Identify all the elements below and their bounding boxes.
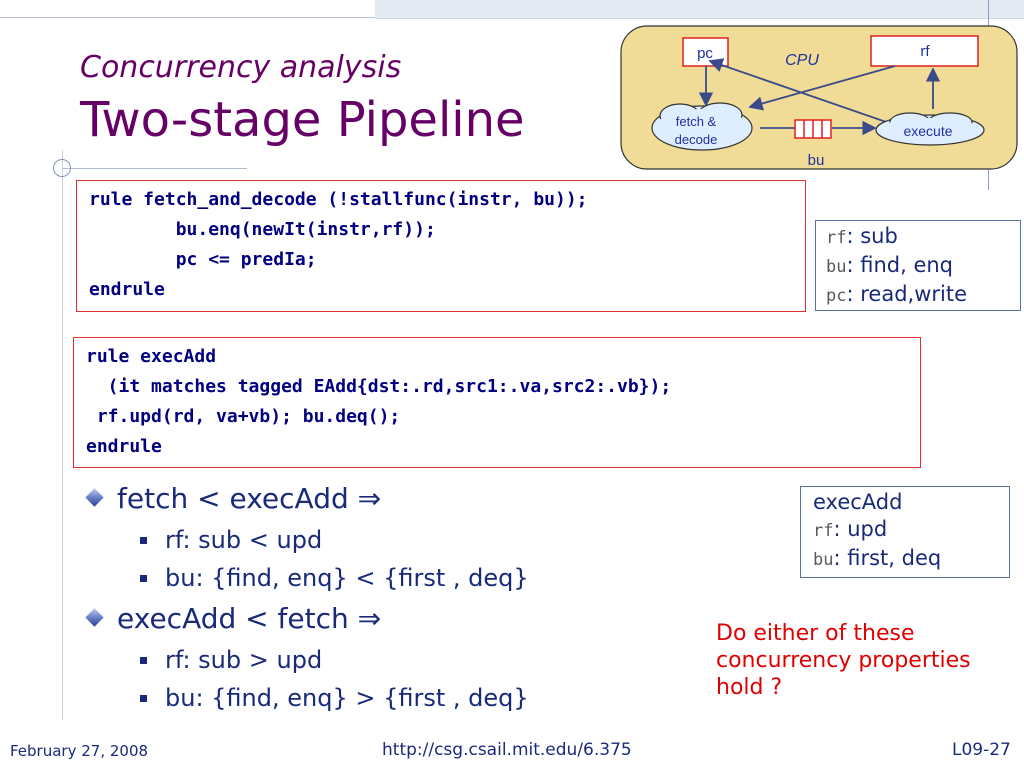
top-decoration-band (375, 0, 1024, 19)
concurrency-question: Do either of these concurrency propertie… (716, 621, 971, 700)
footer-url-link[interactable]: http://csg.csail.mit.edu/6.375 (382, 740, 632, 760)
fetch-rule-code-box: rule fetch_and_decode (!stallfunc(instr,… (76, 180, 806, 312)
method-ops: : sub (846, 224, 898, 248)
execute-cloud: execute (875, 112, 985, 146)
left-margin-rule (62, 150, 63, 720)
bullet-text: rf: sub > upd (165, 646, 323, 674)
method-name: rf (813, 521, 834, 541)
method-ops: : read,write (846, 282, 967, 306)
sub-bullet: bu: {find, enq} < {first , deq} (140, 564, 529, 592)
bullet-text: rf: sub < upd (165, 526, 323, 554)
code-line: rule execAdd (86, 346, 217, 367)
code-line: bu.enq(newIt(instr,rf)); (89, 219, 436, 240)
square-bullet-icon (140, 575, 147, 582)
method-name: pc (826, 286, 847, 306)
method-ops: : first, deq (833, 546, 942, 570)
cpu-label: CPU (785, 52, 819, 69)
square-bullet-icon (140, 537, 147, 544)
methods-box-title: execAdd (813, 490, 903, 514)
method-row: bu: first, deq (813, 545, 1001, 574)
code-line: endrule (89, 279, 165, 300)
code-line: rf.upd(rd, va+vb); bu.deq(); (86, 406, 401, 427)
sub-bullet: bu: {find, enq} > {first , deq} (140, 684, 529, 712)
method-name: bu (813, 550, 834, 570)
method-row: rf: upd (813, 516, 1001, 545)
method-ops: : upd (833, 517, 888, 541)
bullet-text: bu: {find, enq} < {first , deq} (165, 564, 529, 592)
fetch-decode-cloud: fetch & decode (651, 102, 753, 151)
title-underline-rule (62, 168, 247, 169)
sub-bullet: rf: sub > upd (140, 646, 322, 674)
bu-fifo-icon (794, 119, 832, 139)
fetch-label-line2: decode (675, 132, 718, 147)
method-name: rf (826, 228, 847, 248)
method-row: pc: read,write (826, 281, 1012, 310)
code-line: pc <= predIa; (89, 249, 317, 270)
bullet-fetch-before-execadd: fetch < execAdd ⇒ (85, 482, 382, 515)
bullet-text: bu: {find, enq} > {first , deq} (165, 684, 529, 712)
diamond-bullet-icon (85, 608, 104, 627)
execadd-methods-box: execAdd rf: upd bu: first, deq (800, 486, 1010, 578)
execadd-rule-code-box: rule execAdd (it matches tagged EAdd{dst… (73, 337, 921, 468)
footer-date: February 27, 2008 (10, 742, 149, 760)
bullet-text: fetch < execAdd ⇒ (117, 482, 382, 515)
cpu-pipeline-diagram: pc CPU rf fetch & decode bu execute (620, 25, 1018, 170)
fetch-methods-box: rf: sub bu: find, enq pc: read,write (815, 220, 1021, 311)
crosshair-icon (53, 159, 71, 177)
fetch-label-line1: fetch & (676, 114, 717, 129)
top-decoration-rule (0, 17, 375, 18)
bullet-text: execAdd < fetch ⇒ (117, 602, 382, 635)
rf-label: rf (920, 43, 930, 60)
slide-number: L09-27 (952, 740, 1011, 760)
square-bullet-icon (140, 695, 147, 702)
bu-label: bu (808, 152, 825, 169)
code-line: (it matches tagged EAdd{dst:.rd,src1:.va… (86, 376, 672, 397)
method-row: bu: find, enq (826, 252, 1012, 281)
rf-register (870, 35, 979, 67)
slide-subtitle: Concurrency analysis (80, 50, 402, 85)
code-line: endrule (86, 436, 162, 457)
diamond-bullet-icon (85, 488, 104, 507)
method-row: rf: sub (826, 223, 1012, 252)
code-line: rule fetch_and_decode (!stallfunc(instr,… (89, 189, 588, 210)
pc-label: pc (697, 45, 713, 62)
method-name: bu (826, 257, 847, 277)
method-ops: : find, enq (846, 253, 954, 277)
bullet-execadd-before-fetch: execAdd < fetch ⇒ (85, 602, 382, 635)
square-bullet-icon (140, 657, 147, 664)
execute-label: execute (903, 123, 952, 139)
sub-bullet: rf: sub < upd (140, 526, 322, 554)
slide-title: Two-stage Pipeline (80, 92, 525, 148)
